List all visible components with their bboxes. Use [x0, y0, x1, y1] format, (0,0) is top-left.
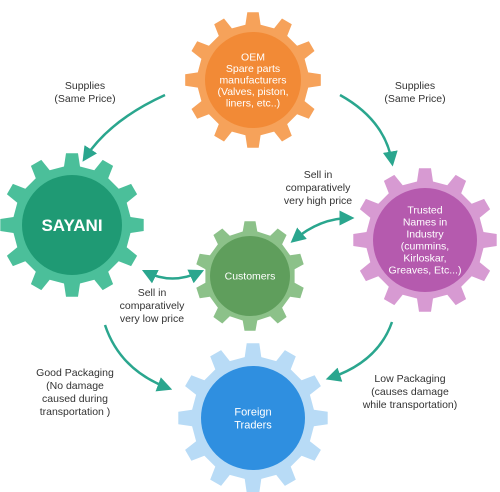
gear-label-line: SAYANI	[41, 216, 102, 235]
edge-label-line: (No damage	[46, 380, 104, 392]
edge-label-line: Good Packaging	[36, 367, 114, 379]
edge-label-line: transportation )	[40, 406, 111, 418]
edge-label-line: Sell in	[304, 169, 333, 181]
gear-label-line: Industry	[406, 229, 444, 241]
edge-label-line: Sell in	[138, 287, 167, 299]
label-supplies-right: Supplies(Same Price)	[384, 80, 445, 105]
gear-label-line: Customers	[225, 271, 276, 283]
gear-label-line: (cummins,	[401, 241, 449, 253]
sayani-gear-core	[22, 175, 122, 275]
gear-label-line: (Valves, piston,	[217, 86, 288, 98]
gear-label-line: Spare parts	[226, 63, 280, 75]
gear-label-line: Trusted	[407, 205, 442, 217]
customers-gear-label: Customers	[225, 271, 276, 283]
gear-sayani: SAYANI	[0, 153, 144, 297]
arrow-sayani-to-foreign	[103, 324, 173, 392]
arrow-trusted-to-foreign	[325, 321, 394, 382]
gear-label-line: Traders	[234, 419, 272, 431]
edge-label-line: (Same Price)	[54, 93, 115, 105]
arrow-oem-to-trusted	[339, 93, 398, 167]
gear-label-line: manufacturers	[219, 75, 286, 87]
edge-label-line: (Same Price)	[384, 93, 445, 105]
edge-label-line: while transportation)	[362, 399, 458, 411]
foreign-gear-core	[201, 366, 305, 470]
gear-label-line: Kirloskar,	[403, 253, 446, 265]
gear-label-line: Names in	[403, 217, 448, 229]
trusted-gear-core	[373, 188, 477, 292]
edge-label-line: very low price	[120, 313, 184, 325]
edge-label-line: Low Packaging	[374, 373, 445, 385]
customers-gear-core	[210, 236, 290, 316]
edge-label-line: Supplies	[65, 80, 105, 92]
arrow-sayani-customers	[141, 269, 205, 284]
edge-label-line: very high price	[284, 195, 352, 207]
gear-customers: Customers	[196, 221, 304, 331]
arrow-oem-to-sayani	[82, 93, 166, 162]
label-supplies-left: Supplies(Same Price)	[54, 80, 115, 105]
connector-arrows	[82, 93, 398, 392]
edge-label-line: comparatively	[120, 300, 186, 312]
gear-label-line: Greaves, Etc...)	[389, 265, 462, 277]
sayani-gear-label: SAYANI	[41, 216, 102, 235]
edge-label-line: Supplies	[395, 80, 435, 92]
oem-gear-core	[205, 32, 301, 128]
arrow-customers-trusted	[290, 210, 355, 243]
edge-label-line: (causes damage	[371, 386, 449, 398]
gear-label-line: OEM	[241, 52, 265, 64]
gear-label-line: liners, etc..)	[226, 98, 280, 110]
edge-label-line: caused during	[42, 393, 108, 405]
gear-label-line: Foreign	[234, 406, 271, 418]
edge-label-line: comparatively	[286, 182, 352, 194]
